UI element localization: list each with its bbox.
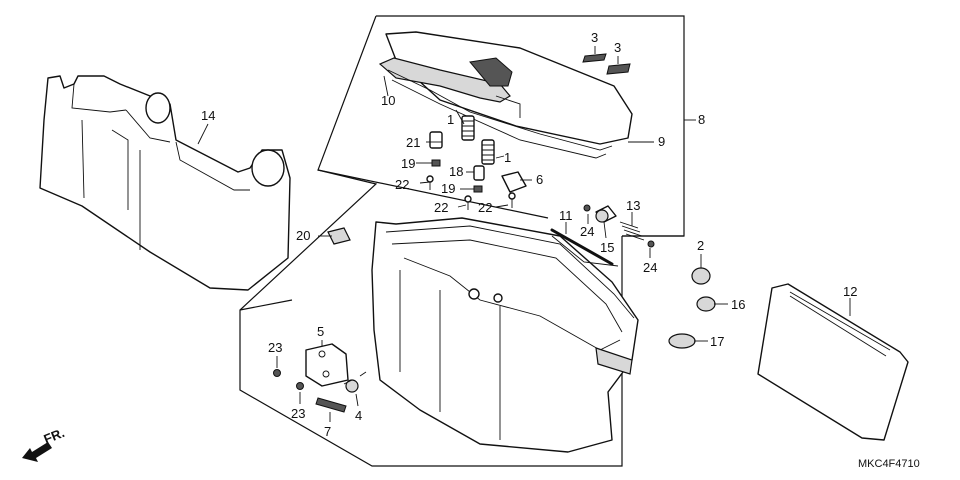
- spring-part-13: [619, 221, 645, 241]
- screw-part-22b: [464, 195, 472, 210]
- callout-22b: 22: [434, 200, 448, 215]
- hinge-bracket-part-5: [305, 343, 349, 387]
- rod-part-11: [550, 228, 614, 266]
- front-direction-label: FR.: [42, 425, 67, 447]
- diagram-code: MKC4F4710: [858, 458, 920, 470]
- sleeve-part-15: [595, 205, 617, 223]
- bracket-part-20: [327, 227, 351, 245]
- callout-20: 20: [296, 228, 310, 243]
- callout-9: 9: [658, 134, 665, 149]
- front-direction-arrow-icon: [22, 442, 52, 462]
- callout-12: 12: [843, 284, 857, 299]
- hinge-part-4: [343, 371, 367, 393]
- callout-15: 15: [600, 240, 614, 255]
- screw-part-23b: [296, 382, 304, 390]
- screw-part-22a: [426, 175, 434, 190]
- callout-16: 16: [731, 297, 745, 312]
- callout-19a: 19: [401, 156, 415, 171]
- clip-part-19b: [473, 185, 483, 193]
- screw-part-23a: [273, 369, 281, 377]
- callout-23a: 23: [268, 340, 282, 355]
- latch-part-6: [501, 171, 527, 193]
- callout-22a: 22: [395, 177, 409, 192]
- spring-clip-part-7: [315, 397, 347, 413]
- strip-part-3b: [606, 63, 631, 75]
- callout-3b: 3: [614, 40, 621, 55]
- spring-part-1a: [461, 115, 475, 141]
- callout-17: 17: [710, 334, 724, 349]
- grommet-part-17: [668, 333, 696, 349]
- strip-part-3a: [582, 53, 607, 63]
- callout-1b: 1: [504, 150, 511, 165]
- callout-14: 14: [201, 108, 215, 123]
- callout-8: 8: [698, 112, 705, 127]
- grommet-part-2: [691, 267, 711, 285]
- screw-part-22c: [508, 192, 516, 208]
- callout-21: 21: [406, 135, 420, 150]
- callout-1a: 1: [447, 112, 454, 127]
- callout-4: 4: [355, 408, 362, 423]
- spring-part-1b: [481, 139, 495, 165]
- nut-part-24b: [647, 240, 655, 248]
- leader-lines: [197, 46, 851, 422]
- case-group-frame: [239, 169, 623, 467]
- callout-11: 11: [559, 208, 573, 223]
- callout-2: 2: [697, 238, 704, 253]
- callout-24a: 24: [580, 224, 594, 239]
- callout-22c: 22: [478, 200, 492, 215]
- clip-part-19a: [431, 159, 441, 167]
- cylinder-part-18: [473, 165, 485, 181]
- lid-part: [378, 31, 633, 159]
- inner-liner-part: [39, 75, 291, 291]
- cylinder-part-21: [429, 131, 443, 149]
- case-part: [371, 217, 639, 453]
- grommet-part-16: [696, 296, 716, 312]
- callout-7: 7: [324, 424, 331, 439]
- callout-3a: 3: [591, 30, 598, 45]
- callout-6: 6: [536, 172, 543, 187]
- callout-24b: 24: [643, 260, 657, 275]
- callout-13: 13: [626, 198, 640, 213]
- callout-23b: 23: [291, 406, 305, 421]
- panel-part-12: [757, 283, 909, 441]
- callout-5: 5: [317, 324, 324, 339]
- callout-19b: 19: [441, 181, 455, 196]
- callout-10: 10: [381, 93, 395, 108]
- nut-part-24a: [583, 204, 591, 212]
- callout-18: 18: [449, 164, 463, 179]
